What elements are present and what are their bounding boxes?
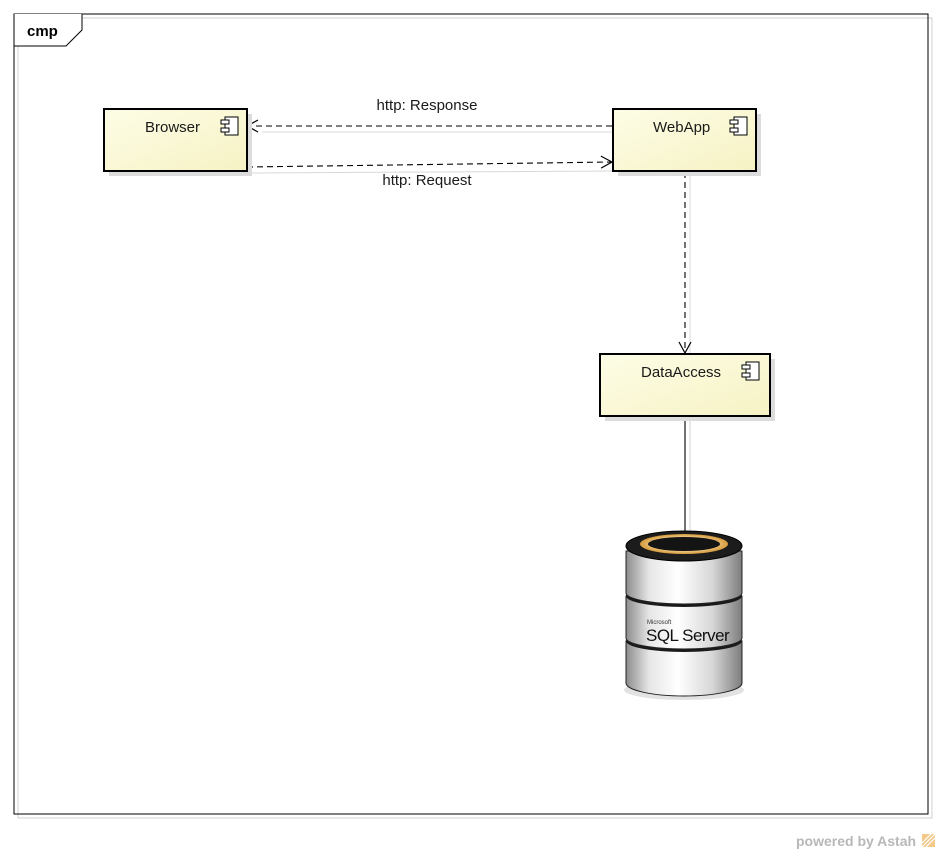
connector-request[interactable]: http: Request xyxy=(246,155,617,189)
webapp-name: WebApp xyxy=(653,119,710,136)
sql-logo-small: Microsoft xyxy=(647,620,672,626)
response-label: http: Response xyxy=(377,97,478,114)
astah-watermark: powered by Astah xyxy=(796,833,936,849)
browser-name: Browser xyxy=(145,119,200,136)
sql-logo-main: SQL Server xyxy=(646,626,730,645)
component-dataaccess[interactable]: DataAccess xyxy=(599,353,775,421)
connector-db-link[interactable] xyxy=(684,416,691,545)
component-browser[interactable]: Browser xyxy=(103,108,252,176)
component-icon xyxy=(741,361,760,381)
database-sql-server[interactable]: Microsoft SQL Server xyxy=(624,530,744,700)
diagram-frame: cmp xyxy=(13,13,933,819)
dataaccess-name: DataAccess xyxy=(641,364,721,381)
component-webapp[interactable]: WebApp xyxy=(612,108,761,176)
frame-label: cmp xyxy=(27,23,58,40)
connector-dependency[interactable] xyxy=(678,172,692,357)
request-label: http: Request xyxy=(382,172,472,189)
connector-response[interactable]: http: Response xyxy=(245,97,614,133)
component-icon xyxy=(220,116,239,136)
component-icon xyxy=(729,116,748,136)
astah-logo-icon xyxy=(921,833,936,848)
watermark-text: powered by Astah xyxy=(796,833,916,849)
